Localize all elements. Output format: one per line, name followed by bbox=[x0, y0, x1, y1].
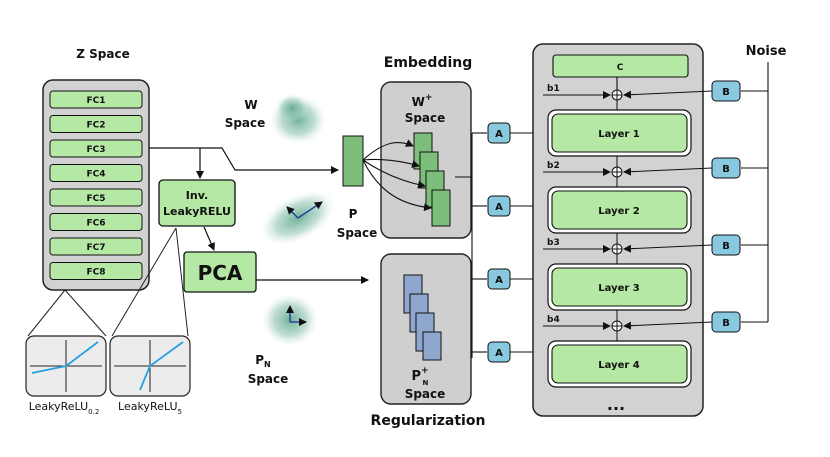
layer-4-block bbox=[551, 344, 688, 384]
style-a-label: A bbox=[495, 202, 503, 213]
w-space-line2: Space bbox=[225, 116, 266, 130]
w-plus-line2: Space bbox=[405, 111, 446, 125]
fc-layer-label: FC8 bbox=[86, 268, 105, 278]
bias-label-4: b4 bbox=[547, 315, 560, 325]
fc-layer-label: FC4 bbox=[86, 170, 105, 180]
w-latent-vector bbox=[342, 135, 364, 187]
b-to-sum-arrow bbox=[623, 321, 713, 330]
noise-b-blocks: B B B B bbox=[623, 80, 768, 333]
p-space-axis-1 bbox=[297, 201, 323, 219]
fc-layer-1 bbox=[49, 90, 143, 109]
b-to-sum-arrow bbox=[623, 167, 713, 176]
z-space-title: Z Space bbox=[76, 47, 129, 61]
p-space-line1: P bbox=[349, 207, 358, 221]
fc-layer-8 bbox=[49, 262, 143, 280]
z-space-mapping-network bbox=[42, 79, 150, 291]
b-to-sum-arrow bbox=[623, 244, 713, 253]
layer-3-label: Layer 3 bbox=[598, 283, 640, 294]
fc-layer-label: FC5 bbox=[86, 194, 105, 204]
style-a-label: A bbox=[495, 129, 503, 140]
p-space-line2: Space bbox=[337, 226, 378, 240]
fc-layer-3 bbox=[49, 139, 143, 158]
fc-layer-label: FC7 bbox=[86, 243, 105, 253]
p-space-axis-2 bbox=[286, 206, 299, 219]
fc-layer-5 bbox=[49, 188, 143, 207]
callout-line-left-a bbox=[27, 289, 66, 337]
callout-line-right-b bbox=[175, 227, 189, 337]
pn-space-line2: Space bbox=[248, 372, 289, 386]
inv-leaky-line2: LeakyRELU bbox=[163, 205, 231, 218]
const-block bbox=[552, 54, 689, 78]
fc-layer-7 bbox=[49, 237, 143, 256]
w-broadcast-arrow-3 bbox=[362, 159, 426, 189]
b-to-sum-arrow bbox=[623, 90, 713, 99]
pn-plus-vector-4 bbox=[422, 331, 442, 361]
bias-label-1: b1 bbox=[547, 84, 560, 94]
arrow-to-pca bbox=[203, 226, 215, 251]
w-plus-vectors bbox=[413, 132, 451, 227]
fc-layer-4 bbox=[49, 164, 143, 182]
leaky-relu-left-label: LeakyReLU0.2 bbox=[29, 400, 100, 416]
w-space-line1: W bbox=[244, 98, 257, 112]
style-a-label: A bbox=[495, 275, 503, 286]
bias-label-2: b2 bbox=[547, 161, 560, 171]
callout-line-left-b bbox=[64, 289, 107, 337]
noise-b-label: B bbox=[722, 87, 730, 98]
arrow-to-w-plus bbox=[200, 147, 339, 174]
layer-2-label: Layer 2 bbox=[598, 206, 640, 217]
const-label: C bbox=[617, 63, 624, 73]
pca-label: PCA bbox=[198, 261, 243, 285]
callout-line-right-a bbox=[111, 227, 177, 337]
pn-plus-line2: Space bbox=[405, 387, 446, 401]
fc-layer-2 bbox=[49, 115, 143, 133]
noise-label: Noise bbox=[746, 44, 787, 59]
plot-left-curve bbox=[31, 341, 99, 374]
w-plus-line1: W+ bbox=[412, 93, 433, 109]
inv-leaky-relu-block bbox=[158, 179, 236, 227]
noise-b-label: B bbox=[722, 164, 730, 175]
w-broadcast-arrow-2 bbox=[362, 158, 420, 168]
noise-b-label: B bbox=[722, 318, 730, 329]
fc-layer-label: FC6 bbox=[86, 219, 105, 229]
embedding-title: Embedding bbox=[384, 55, 473, 71]
fc-layer-label: FC2 bbox=[86, 121, 105, 131]
pn-plus-vectors bbox=[403, 274, 442, 361]
layer-2-block bbox=[551, 190, 688, 230]
fc-layer-label: FC3 bbox=[86, 145, 105, 155]
pn-plus-line1: P+N bbox=[411, 366, 428, 387]
layer-3-block bbox=[551, 267, 688, 307]
w-broadcast-arrow-1 bbox=[362, 139, 414, 161]
w-plus-vector-4 bbox=[431, 189, 451, 227]
w-space-cloud-lobe bbox=[276, 94, 308, 122]
fc-layer-6 bbox=[49, 213, 143, 231]
noise-b-label: B bbox=[722, 241, 730, 252]
style-a-label: A bbox=[495, 348, 503, 359]
a-input-lines: A A A A bbox=[472, 122, 547, 363]
pca-block bbox=[183, 251, 257, 293]
pn-space-line1: PN bbox=[255, 353, 271, 369]
plot-right-curve bbox=[139, 341, 184, 391]
layer-1-block bbox=[551, 113, 688, 153]
inv-leaky-line1: Inv. bbox=[186, 189, 208, 202]
bias-label-3: b3 bbox=[547, 238, 560, 248]
synthesis-ellipsis: ... bbox=[607, 395, 625, 414]
fc-layer-label: FC1 bbox=[86, 96, 105, 106]
w-broadcast-arrow-4 bbox=[362, 159, 432, 212]
regularization-title: Regularization bbox=[371, 413, 486, 429]
layer-1-label: Layer 1 bbox=[598, 129, 640, 140]
layer-4-label: Layer 4 bbox=[598, 360, 640, 371]
leaky-relu-right-label: LeakyReLU5 bbox=[118, 400, 182, 416]
